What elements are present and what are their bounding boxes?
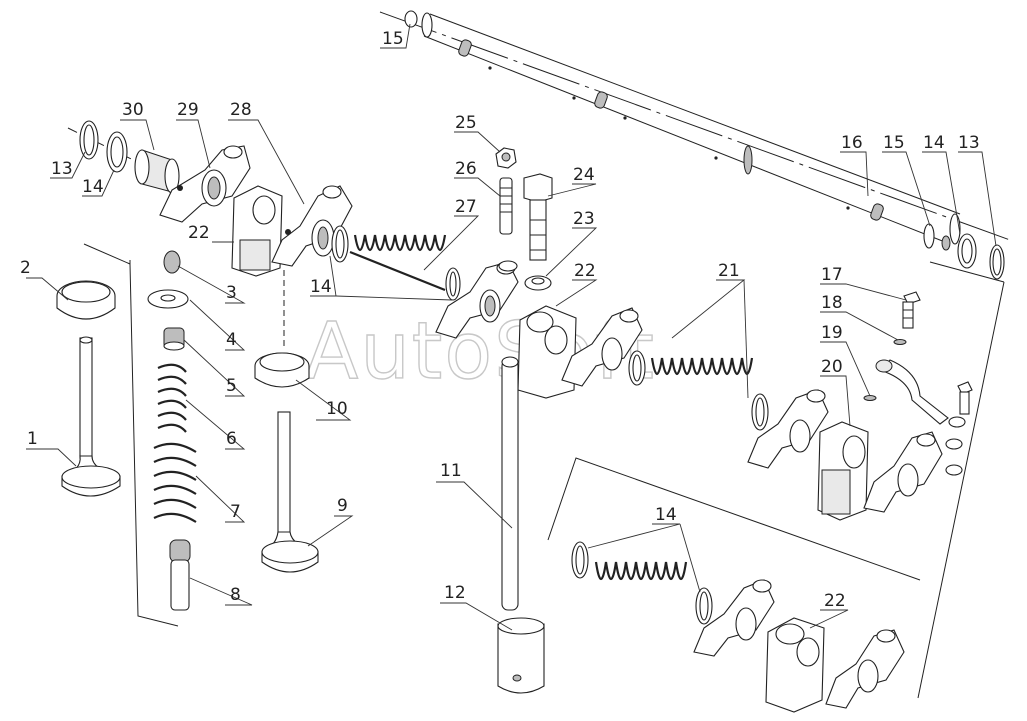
callout-23: 23 bbox=[573, 209, 595, 229]
callout-12: 12 bbox=[444, 583, 466, 603]
rocker-arm-right-upper bbox=[561, 307, 643, 387]
callout-5: 5 bbox=[226, 376, 237, 396]
oil-pipe-19 bbox=[875, 359, 949, 425]
banjo-bolt-17 bbox=[902, 291, 921, 329]
callout-8: 8 bbox=[230, 585, 241, 605]
lower-group-bracket bbox=[547, 261, 1005, 699]
oil-seal-5 bbox=[163, 327, 185, 351]
spring-washer-lower-1 bbox=[571, 541, 589, 579]
callout-22-lower: 22 bbox=[824, 591, 846, 611]
spring-washer-lower-2 bbox=[695, 587, 713, 625]
callout-13-right: 13 bbox=[958, 133, 980, 153]
callout-14-right: 14 bbox=[923, 133, 945, 153]
valve-lock-3 bbox=[163, 250, 181, 274]
callout-27: 27 bbox=[455, 197, 477, 217]
callout-21: 21 bbox=[718, 261, 740, 281]
rocker-arm-right-3 bbox=[863, 431, 943, 513]
tappet-12 bbox=[497, 617, 545, 694]
callout-22-left: 22 bbox=[188, 223, 210, 243]
callout-18: 18 bbox=[821, 293, 843, 313]
rocker-shaft bbox=[379, 11, 1011, 245]
nut-25 bbox=[495, 147, 517, 169]
rocker-arm-right-2 bbox=[747, 389, 829, 469]
valve-1 bbox=[61, 336, 121, 497]
callout-24: 24 bbox=[573, 165, 595, 185]
rocker-support-22-lower bbox=[765, 617, 825, 713]
callout-10: 10 bbox=[326, 399, 348, 419]
callout-1: 1 bbox=[27, 429, 38, 449]
callout-15-right: 15 bbox=[883, 133, 905, 153]
spring-washer-14-b bbox=[445, 267, 461, 301]
valve-seat-insert-10 bbox=[254, 352, 310, 388]
callout-19: 19 bbox=[821, 323, 843, 343]
spring-washer-right-upper bbox=[628, 350, 646, 386]
valve-seat-insert-2 bbox=[56, 280, 116, 320]
spring-retainer-4 bbox=[147, 289, 189, 309]
callout-14-center: 14 bbox=[310, 277, 332, 297]
callout-11: 11 bbox=[440, 461, 462, 481]
callout-3: 3 bbox=[226, 283, 237, 303]
callout-26: 26 bbox=[455, 159, 477, 179]
shaft-spring-lower bbox=[594, 561, 688, 581]
left-snap-ring-13 bbox=[67, 120, 171, 179]
rocker-arm-28 bbox=[271, 185, 353, 267]
shaft-end-plug-15 bbox=[404, 10, 418, 28]
shaft-spring-27 bbox=[349, 234, 447, 292]
callout-14-lower: 14 bbox=[655, 505, 677, 525]
spring-washer-14-a bbox=[331, 225, 349, 263]
valve-guide-8 bbox=[169, 539, 191, 611]
valve-9 bbox=[261, 270, 319, 573]
shaft-rings-right bbox=[923, 223, 1005, 280]
rocker-support-22-left bbox=[231, 185, 283, 277]
callout-6: 6 bbox=[226, 429, 237, 449]
spring-washer-21 bbox=[751, 393, 769, 431]
callout-16: 16 bbox=[841, 133, 863, 153]
rocker-arm-29 bbox=[159, 145, 251, 223]
callout-labels: 1 2 3 4 5 6 7 8 9 10 11 12 13 13 14 14 1… bbox=[20, 29, 980, 611]
callout-15-left: 15 bbox=[382, 29, 404, 49]
callout-28: 28 bbox=[230, 100, 252, 120]
washer-23 bbox=[524, 275, 552, 291]
callout-4: 4 bbox=[226, 330, 237, 350]
callout-9: 9 bbox=[337, 496, 348, 516]
outer-spring-7 bbox=[153, 442, 197, 523]
callout-25: 25 bbox=[455, 113, 477, 133]
callout-14-left: 14 bbox=[82, 177, 104, 197]
bushing-30 bbox=[134, 149, 180, 194]
callout-30: 30 bbox=[122, 100, 144, 120]
rocker-arm-lower-1 bbox=[693, 579, 775, 657]
rocker-support-22-center bbox=[517, 305, 577, 399]
callout-2: 2 bbox=[20, 258, 31, 278]
seal-washer-18 bbox=[863, 339, 907, 401]
rocker-arm-lower-2 bbox=[825, 629, 905, 709]
push-rod-11 bbox=[501, 356, 519, 611]
rocker-support-20 bbox=[817, 421, 869, 521]
leader-lines bbox=[26, 23, 997, 631]
callout-20: 20 bbox=[821, 357, 843, 377]
bolt-24 bbox=[523, 173, 553, 261]
valve-group-bracket bbox=[83, 243, 179, 627]
callout-17: 17 bbox=[821, 265, 843, 285]
callout-7: 7 bbox=[230, 502, 241, 522]
inner-spring-6 bbox=[157, 363, 187, 433]
callout-22-center: 22 bbox=[574, 261, 596, 281]
adjusting-screw-26 bbox=[498, 177, 518, 272]
shaft-spring-21 bbox=[650, 357, 754, 376]
callout-29: 29 bbox=[177, 100, 199, 120]
pipe-bolt-and-washers bbox=[945, 381, 973, 476]
callout-13-left: 13 bbox=[51, 159, 73, 179]
left-washer-14 bbox=[106, 131, 128, 173]
